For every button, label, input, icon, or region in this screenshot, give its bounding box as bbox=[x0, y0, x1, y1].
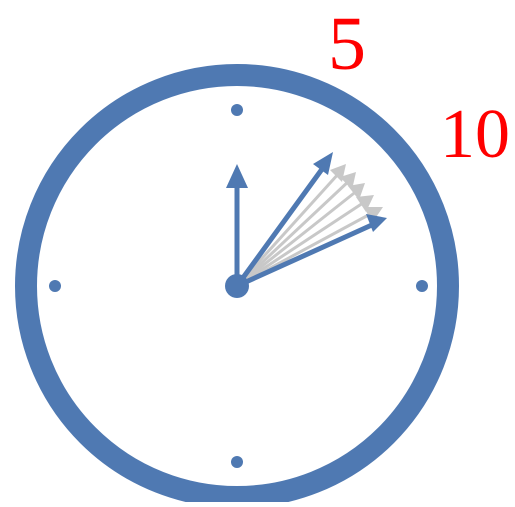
hour-marker-12 bbox=[231, 104, 243, 116]
arrow-diagonal-icon bbox=[366, 214, 387, 232]
minute-label-5: 5 bbox=[328, 6, 366, 82]
hour-marker-3 bbox=[416, 280, 428, 292]
center-hub bbox=[225, 274, 249, 298]
minute-label-10: 10 bbox=[440, 100, 510, 170]
arrow-up-icon bbox=[226, 164, 248, 188]
hour-marker-6 bbox=[231, 456, 243, 468]
hour-marker-9 bbox=[49, 280, 61, 292]
